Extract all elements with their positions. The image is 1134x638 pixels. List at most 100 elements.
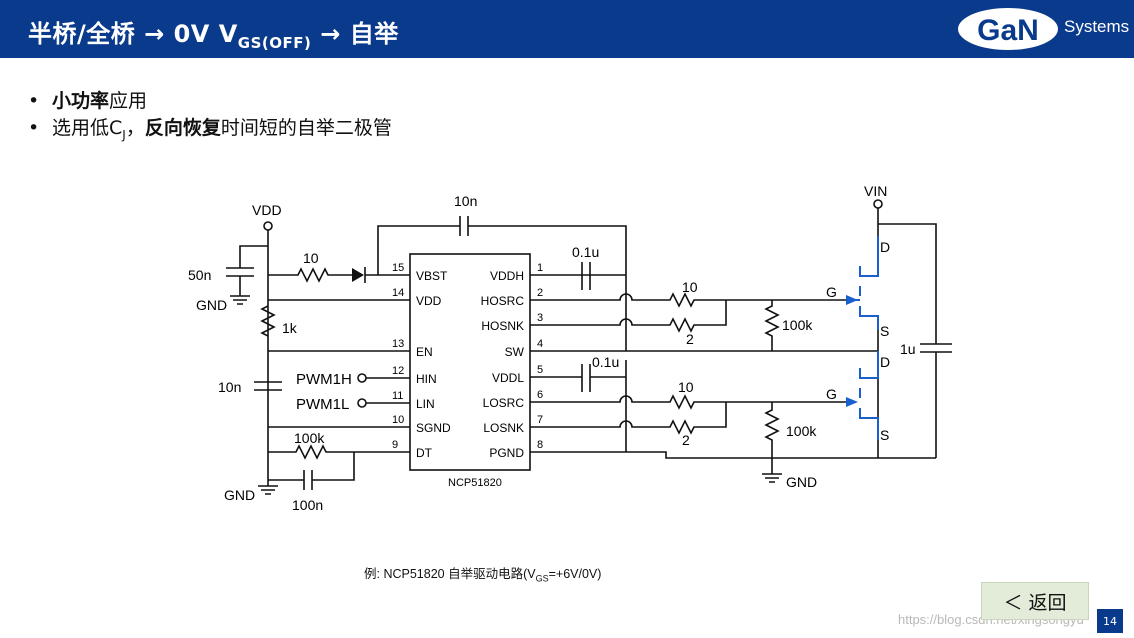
- high-drain-label: D: [880, 239, 890, 255]
- cap-50n: [226, 245, 268, 296]
- diode-cathode-wire: [364, 267, 410, 283]
- resistor-1k: [260, 305, 276, 337]
- ic-name: NCP51820: [448, 477, 502, 489]
- cap-100n: [267, 452, 355, 490]
- resistor-100k-dt-label: 100k: [294, 430, 325, 446]
- pin-name: SW: [505, 345, 525, 359]
- resistor-10-vbst: [268, 267, 352, 283]
- bootstrap-diode: [352, 268, 364, 282]
- bullet-2: •选用低CJ，反向恢复时间短的自举二极管: [28, 117, 392, 142]
- pin-number: 13: [392, 338, 404, 350]
- low-gate-arrow: [846, 397, 858, 407]
- figure-caption: 例: NCP51820 自举驱动电路(VGS=+6V/0V): [364, 563, 601, 584]
- bullet-list: •小功率应用 •选用低CJ，反向恢复时间短的自举二极管: [28, 88, 392, 149]
- caption-text-a: : NCP51820 自举驱动电路(V: [376, 567, 536, 581]
- low-gate-label: G: [826, 386, 837, 402]
- logo-text: Systems: [1064, 17, 1130, 36]
- logo-swoosh: [958, 8, 1058, 50]
- pin-number: 12: [392, 365, 404, 377]
- high-source-label: S: [880, 323, 889, 339]
- pin-number: 10: [392, 414, 404, 426]
- pin-name: LOSNK: [483, 421, 524, 435]
- caption-sub: GS: [535, 573, 549, 584]
- pwm1l-label: PWM1L: [296, 396, 349, 413]
- resistor-2-hosnk-label: 2: [686, 331, 694, 347]
- bootstrap-loop-wire: [377, 225, 627, 275]
- bullet-2-a: 选用低C: [52, 117, 123, 139]
- sw-node-wire: [530, 275, 878, 352]
- title-subscript: GS(OFF): [237, 34, 312, 52]
- gnd-symbol-3: [762, 473, 782, 483]
- pin-name: VDDH: [490, 269, 524, 283]
- resistor-100k-high: [726, 299, 846, 351]
- ic-right-pins: 1VDDH2HOSRC3HOSNK4SW5VDDL6LOSRC7LOSNK8PG…: [481, 262, 543, 460]
- pin-number: 1: [537, 262, 543, 274]
- pin-number: 8: [537, 439, 543, 451]
- bullet-2-bold: 反向恢复: [144, 117, 221, 139]
- title-tail: → 自举: [311, 20, 399, 48]
- pin-name: HIN: [416, 372, 437, 386]
- cap-50n-label: 50n: [188, 267, 211, 283]
- gnd-symbol-1: [230, 295, 250, 305]
- vin-label: VIN: [864, 183, 887, 199]
- low-drain-label: D: [880, 354, 890, 370]
- low-side-fet: [859, 351, 879, 440]
- resistor-2-losnk-label: 2: [682, 432, 690, 448]
- pin-number: 6: [537, 389, 543, 401]
- high-gate-label: G: [826, 284, 837, 300]
- resistor-100k-low-label: 100k: [786, 423, 817, 439]
- vdd-label: VDD: [252, 202, 282, 218]
- pin-number: 14: [392, 287, 404, 299]
- pin-name: SGND: [416, 421, 451, 435]
- pin-number: 3: [537, 312, 543, 324]
- pin-number: 11: [392, 390, 403, 402]
- cap-10n-top-label: 10n: [454, 193, 477, 209]
- cap-1u-label: 1u: [900, 341, 916, 357]
- cap-100n-label: 100n: [292, 497, 323, 513]
- pwm1h-terminal: [357, 373, 367, 383]
- back-button[interactable]: ＜ 返回: [981, 582, 1089, 620]
- slide-title: 半桥/全桥 → 0V VGS(OFF) → 自举: [28, 14, 399, 52]
- resistor-10-losrc: [530, 394, 726, 410]
- resistor-1k-label: 1k: [282, 320, 298, 336]
- pwm1h-label: PWM1H: [296, 371, 352, 388]
- bullet-2-b: ，: [125, 117, 145, 139]
- header-bar: [0, 0, 1134, 58]
- cap-10n-top: [459, 216, 469, 236]
- low-source-label: S: [880, 427, 889, 443]
- bullet-1: •小功率应用: [28, 90, 148, 112]
- pin-number: 4: [537, 338, 543, 350]
- pin-name: VBST: [416, 269, 448, 283]
- resistor-10-losrc-label: 10: [678, 379, 694, 395]
- page-number: 14: [1097, 609, 1123, 633]
- pin-name: HOSNK: [481, 319, 524, 333]
- resistor-100k-dt: [268, 444, 410, 460]
- bullet-1-rest: 应用: [109, 90, 148, 112]
- pin-name: VDDL: [492, 371, 524, 385]
- cap-01u-high: [530, 262, 626, 290]
- pin-number: 2: [537, 287, 543, 299]
- resistor-2-losnk: [530, 402, 727, 435]
- vin-rail-cap-1u: [877, 208, 952, 458]
- bullet-2-rest: 时间短的自举二极管: [220, 117, 392, 139]
- pin-name: VDD: [416, 294, 442, 308]
- resistor-10-hosrc: [530, 292, 726, 308]
- pin-name: PGND: [489, 446, 524, 460]
- title-main: 半桥/全桥 → 0V V: [28, 20, 238, 48]
- cap-10n-label: 10n: [218, 379, 241, 395]
- bullet-2-sub: J: [122, 127, 126, 142]
- pin-number: 7: [537, 414, 543, 426]
- gnd-symbol-2: [258, 485, 278, 495]
- gnd-label-1: GND: [196, 297, 227, 313]
- cap-01u-high-label: 0.1u: [572, 244, 599, 260]
- pgnd-wire: [530, 377, 936, 459]
- pin-number: 9: [392, 439, 398, 451]
- pin-name: DT: [416, 446, 433, 460]
- cap-10n: [254, 381, 282, 391]
- pin-number: 5: [537, 364, 543, 376]
- logo-brand: GaN: [977, 14, 1039, 47]
- pin-name: LIN: [416, 397, 435, 411]
- resistor-10-label: 10: [303, 250, 319, 266]
- resistor-100k-high-label: 100k: [782, 317, 813, 333]
